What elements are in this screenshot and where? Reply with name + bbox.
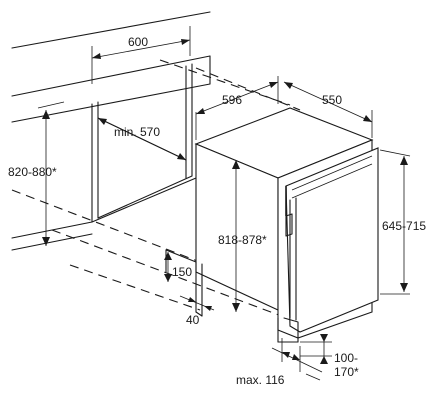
- dim-820-880-label: 820-880*: [8, 165, 57, 179]
- dim-foot-adjust: 100- 170*: [300, 334, 359, 379]
- dim-door-height: 645-715: [379, 149, 426, 295]
- dim-40-label: 40: [186, 313, 200, 327]
- dim-niche-width: 600: [91, 26, 191, 84]
- dim-600-label: 600: [128, 35, 148, 49]
- dim-min570-label: min. 570: [114, 125, 160, 139]
- dim-645-715-label: 645-715: [382, 219, 426, 233]
- dim-appliance-depth: 596: [195, 76, 279, 140]
- plinth-bracket: [165, 249, 203, 317]
- dim-plinth-offset: 40: [179, 295, 215, 327]
- dim-max116-label: max. 116: [236, 373, 285, 387]
- dim-appliance-width: 550: [283, 81, 373, 138]
- dim-596-label: 596: [222, 93, 242, 107]
- dishwasher-body: [194, 107, 379, 343]
- dim-550-label: 550: [322, 93, 342, 107]
- dim-818-878-label: 818-878*: [218, 233, 267, 247]
- dim-niche-depth: min. 570: [97, 117, 187, 161]
- dim-max-offset: max. 116: [236, 338, 323, 387]
- dim-150-label: 150: [172, 265, 192, 279]
- dim-170-label: 170*: [334, 365, 359, 379]
- dim-niche-height: 820-880*: [8, 101, 65, 246]
- dim-appliance-height: 818-878*: [218, 160, 267, 312]
- construction-lines: [11, 59, 301, 321]
- dim-100-label: 100-: [334, 351, 358, 365]
- dim-plinth-height: 150: [164, 252, 192, 282]
